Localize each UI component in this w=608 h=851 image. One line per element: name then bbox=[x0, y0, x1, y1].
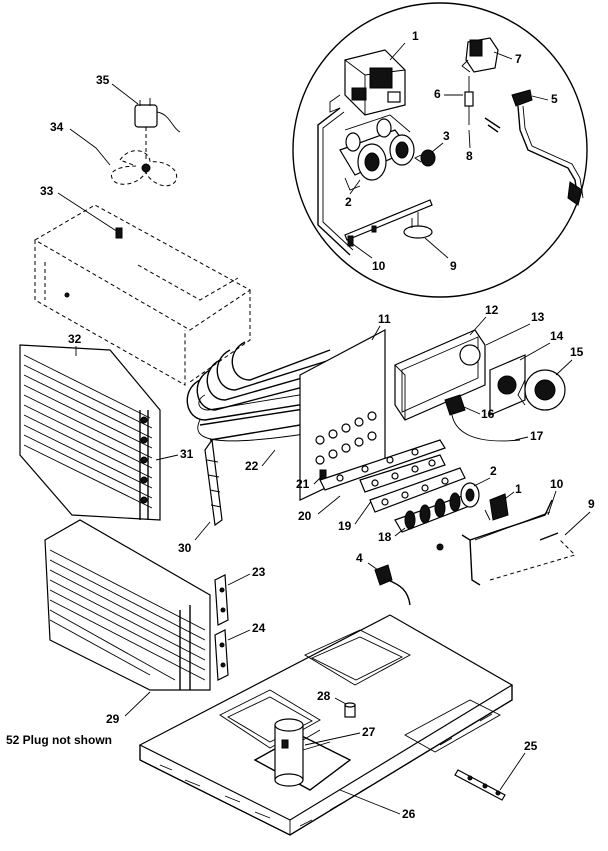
inducer-blower bbox=[517, 369, 566, 411]
callout-20: 20 bbox=[298, 509, 312, 523]
gas-line bbox=[317, 107, 354, 256]
mounting-rail bbox=[454, 769, 506, 801]
burner-plate-upper bbox=[319, 439, 446, 491]
coil-side-bracket-upper bbox=[214, 574, 229, 626]
inducer-gasket bbox=[489, 354, 526, 416]
callout-15: 15 bbox=[570, 345, 584, 359]
igniter-harness bbox=[374, 564, 411, 606]
callout-17: 17 bbox=[530, 429, 544, 443]
callout-5: 5 bbox=[551, 92, 558, 106]
callout-24: 24 bbox=[252, 621, 266, 635]
callout-31: 31 bbox=[180, 447, 194, 461]
callout-19: 19 bbox=[338, 519, 352, 533]
gas-manifold-main bbox=[436, 499, 576, 586]
callout-10-main: 10 bbox=[550, 477, 564, 491]
drain-plug bbox=[344, 702, 356, 718]
vestibule-panel bbox=[299, 329, 386, 501]
burner-assembly-detail bbox=[339, 114, 415, 191]
burner-rail bbox=[344, 199, 433, 247]
callout-12: 12 bbox=[485, 303, 499, 317]
plug-not-shown-note: 52 Plug not shown bbox=[6, 733, 112, 747]
callout-7: 7 bbox=[515, 52, 522, 66]
compressor bbox=[274, 718, 331, 787]
orifice bbox=[414, 149, 436, 167]
detail-inset-circle bbox=[292, 2, 588, 298]
callout-32: 32 bbox=[68, 332, 82, 346]
callout-1: 1 bbox=[412, 29, 419, 43]
igniter bbox=[461, 37, 499, 73]
callout-25: 25 bbox=[524, 739, 538, 753]
callout-11: 11 bbox=[378, 312, 391, 326]
callout-9-detail: 9 bbox=[450, 259, 457, 273]
callout-34: 34 bbox=[50, 120, 64, 134]
callout-8: 8 bbox=[466, 149, 473, 163]
evaporator-coil bbox=[44, 519, 211, 691]
callout-30: 30 bbox=[178, 541, 192, 555]
callout-6: 6 bbox=[434, 87, 441, 101]
callout-23: 23 bbox=[252, 565, 266, 579]
callout-33: 33 bbox=[40, 184, 54, 198]
burner-plate-middle bbox=[359, 454, 446, 493]
callout-2-main: 2 bbox=[490, 464, 497, 478]
pilot-tube bbox=[511, 89, 584, 206]
callout-1-main: 1 bbox=[515, 482, 522, 496]
igniter-lead bbox=[464, 76, 501, 133]
callout-27: 27 bbox=[362, 725, 376, 739]
gas-valve bbox=[329, 49, 406, 116]
callout-18: 18 bbox=[378, 530, 392, 544]
detail-circle-outline bbox=[292, 2, 588, 298]
callout-2-detail: 2 bbox=[345, 195, 352, 209]
callout-13: 13 bbox=[531, 310, 545, 324]
callout-35: 35 bbox=[96, 73, 110, 87]
callout-28: 28 bbox=[317, 689, 331, 703]
coil-side-bracket-lower bbox=[214, 629, 229, 681]
gas-valve-main bbox=[484, 493, 509, 521]
callout-9-main: 9 bbox=[588, 497, 595, 511]
fan-motor bbox=[134, 98, 181, 160]
inducer-housing bbox=[394, 329, 486, 421]
callout-29: 29 bbox=[106, 712, 120, 726]
callout-3: 3 bbox=[443, 129, 450, 143]
callout-26: 26 bbox=[402, 807, 416, 821]
callout-16: 16 bbox=[481, 407, 495, 421]
coil-support-bracket bbox=[204, 438, 223, 527]
burner-row bbox=[394, 482, 480, 533]
callout-14: 14 bbox=[550, 329, 564, 343]
heat-exchanger bbox=[186, 341, 331, 442]
condenser-fan-blade bbox=[111, 150, 178, 187]
burner-plate-lower bbox=[369, 467, 466, 513]
callout-22: 22 bbox=[245, 459, 259, 473]
callout-21: 21 bbox=[296, 477, 310, 491]
callout-4: 4 bbox=[356, 551, 363, 565]
cabinet-top-cover bbox=[34, 204, 251, 386]
condenser-coil-front bbox=[19, 344, 161, 521]
rollout-switch bbox=[403, 212, 433, 239]
callout-10-detail: 10 bbox=[372, 259, 386, 273]
pressure-switch bbox=[444, 394, 521, 442]
